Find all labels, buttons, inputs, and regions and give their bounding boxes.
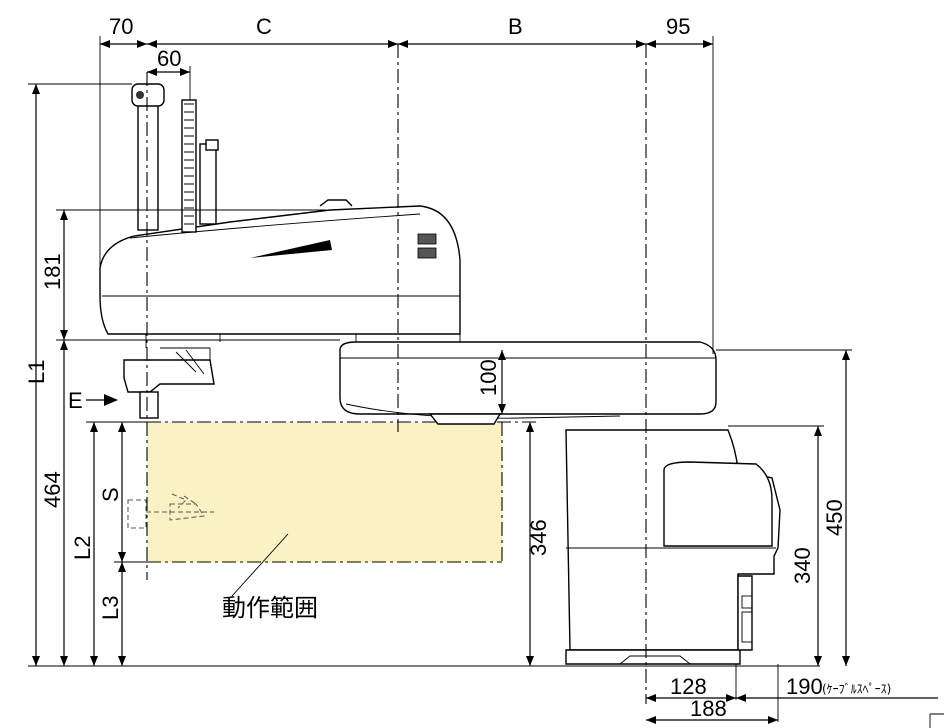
dim-100: 100: [476, 359, 501, 396]
dim-450: 450: [822, 499, 847, 536]
dimension-lines: [28, 36, 944, 728]
dim-181: 181: [40, 253, 65, 290]
center-lines: [146, 44, 647, 704]
dim-340: 340: [790, 547, 815, 584]
operating-range-area: [147, 422, 502, 562]
dim-60: 60: [157, 46, 181, 71]
dim-70: 70: [109, 14, 133, 39]
dim-cable-space: (ｹｰﾌﾞﾙｽﾍﾟｰｽ): [822, 682, 891, 696]
dim-B: B: [508, 14, 523, 39]
dim-128: 128: [670, 674, 707, 699]
label-E: E: [68, 388, 83, 413]
dim-L2: L2: [70, 536, 95, 560]
dimension-labels: 70 C B 95 60 L1 181 464 L2 S L3 100 346 …: [24, 14, 891, 721]
dim-95: 95: [666, 14, 690, 39]
dim-L3: L3: [98, 596, 123, 620]
dim-346: 346: [526, 519, 551, 556]
dim-188: 188: [690, 696, 727, 721]
robot-outline: [99, 83, 781, 665]
dim-L1: L1: [24, 360, 49, 384]
dim-190: 190: [786, 674, 823, 699]
dim-S: S: [98, 487, 123, 502]
dim-C: C: [256, 14, 272, 39]
dim-464: 464: [40, 471, 65, 508]
label-operating-range: 動作範囲: [222, 594, 318, 622]
